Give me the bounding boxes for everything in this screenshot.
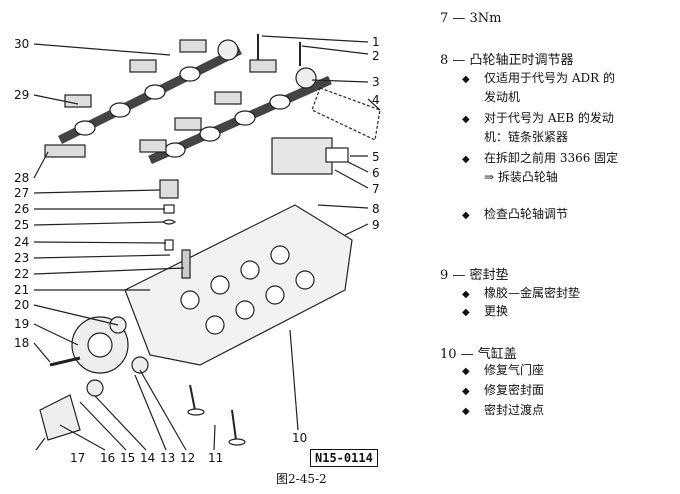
bullet-line: 橡胶—金属密封垫: [484, 286, 581, 300]
callout-17: 17: [70, 451, 86, 465]
figure-caption: 图2-45-2: [276, 472, 327, 486]
exploded-diagram: 1 2 3 4 5 6 7 8 9 30 29 28 27 26 25 24 2…: [14, 34, 381, 486]
callout-4: 4: [372, 93, 380, 107]
callout-12: 12: [180, 451, 196, 465]
cylinder-head-exploded-view: [33, 34, 381, 451]
legend-item-7: 7 — 3Nm: [440, 11, 502, 26]
legend-item-8-title: 8 — 凸轮轴正时调节器: [440, 53, 574, 68]
callout-8: 8: [372, 202, 380, 216]
bullet-icon: ◆: [462, 114, 470, 125]
bullet-line: 在拆卸之前用 3366 固定: [484, 151, 619, 165]
callout-11: 11: [208, 451, 224, 465]
callout-29: 29: [14, 88, 30, 102]
callout-20: 20: [14, 298, 30, 312]
legend-item-10-title: 10 — 气缸盖: [440, 347, 517, 362]
callout-22: 22: [14, 267, 30, 281]
callout-21: 21: [14, 283, 30, 297]
callout-9: 9: [372, 218, 380, 232]
callout-6: 6: [372, 166, 380, 180]
bullet-line: 密封过渡点: [484, 403, 545, 417]
bullet-line: 检查凸轮轴调节: [484, 207, 569, 221]
bullet-icon: ◆: [462, 74, 470, 85]
bullet-icon: ◆: [462, 386, 470, 397]
bullet-icon: ◆: [462, 210, 470, 221]
callout-10: 10: [292, 431, 308, 445]
bullet-line: 对于代号为 AEB 的发动: [484, 111, 614, 125]
bullet-line: ⇒ 拆装凸轮轴: [484, 170, 558, 184]
bullet-icon: ◆: [462, 307, 470, 318]
callout-23: 23: [14, 251, 30, 265]
callout-7: 7: [372, 182, 380, 196]
legend-item-9-title: 9 — 密封垫: [440, 268, 509, 283]
bullet-icon: ◆: [462, 366, 470, 377]
callout-15: 15: [120, 451, 136, 465]
bullet-line: 修复密封面: [484, 383, 545, 397]
bullet-line: 发动机: [484, 90, 521, 104]
callout-18: 18: [14, 336, 30, 350]
callout-27: 27: [14, 186, 30, 200]
callout-16: 16: [100, 451, 116, 465]
figure-code: N15-0114: [310, 449, 378, 467]
callout-26: 26: [14, 202, 30, 216]
bullet-line: 更换: [484, 304, 509, 318]
callout-24: 24: [14, 235, 30, 249]
callout-30: 30: [14, 37, 30, 51]
parts-legend: 7 — 3Nm 8 — 凸轮轴正时调节器 ◆ 仅适用于代号为 ADR 的 发动机…: [440, 0, 680, 490]
callout-19: 19: [14, 317, 30, 331]
callout-14: 14: [140, 451, 156, 465]
callout-3: 3: [372, 75, 380, 89]
callout-25: 25: [14, 218, 30, 232]
callout-1: 1: [372, 35, 380, 49]
bullet-line: 仅适用于代号为 ADR 的: [484, 71, 615, 85]
callout-28: 28: [14, 171, 30, 185]
bullet-line: 机：链条张紧器: [484, 130, 569, 144]
callout-5: 5: [372, 150, 380, 164]
callout-13: 13: [160, 451, 176, 465]
bullet-icon: ◆: [462, 289, 470, 300]
bullet-icon: ◆: [462, 154, 470, 165]
callout-2: 2: [372, 49, 380, 63]
bullet-icon: ◆: [462, 406, 470, 417]
bullet-line: 修复气门座: [484, 363, 545, 377]
